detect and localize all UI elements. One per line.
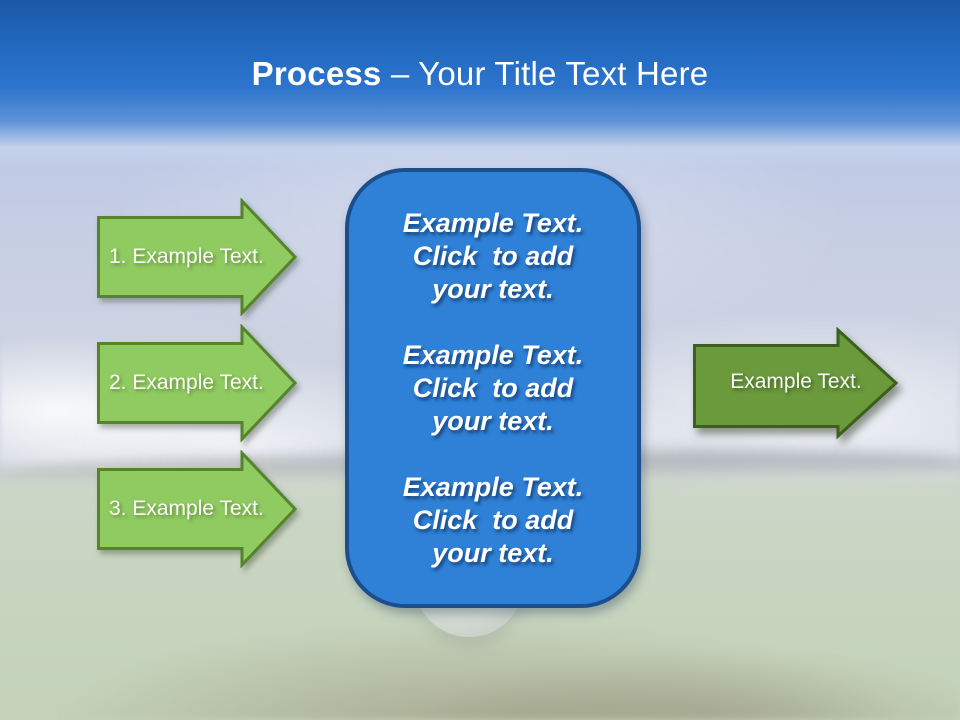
placeholder-line: Click to add [412, 372, 574, 403]
placeholder-line: your text. [432, 405, 554, 436]
text-placeholder-block-1[interactable]: Example Text. Click to add your text. [403, 207, 584, 306]
center-text-panel[interactable]: Example Text. Click to add your text. Ex… [345, 168, 641, 608]
right-arrow-shape-icon [693, 327, 899, 439]
process-step-1-label: 1. Example Text. [109, 245, 264, 268]
title-subtitle: – Your Title Text Here [390, 55, 709, 92]
placeholder-line: Click to add [412, 504, 574, 535]
process-step-3-label: 3. Example Text. [109, 497, 264, 520]
title-keyword: Process [251, 55, 382, 92]
result-arrow[interactable]: Example Text. [693, 327, 899, 439]
process-step-arrow-3[interactable]: 3. Example Text. [97, 450, 298, 568]
placeholder-line: your text. [432, 273, 554, 304]
text-placeholder-block-2[interactable]: Example Text. Click to add your text. [403, 339, 584, 438]
placeholder-line: Click to add [412, 240, 574, 271]
title-bar: Process – Your Title Text Here [0, 0, 960, 168]
process-step-arrow-2[interactable]: 2. Example Text. [97, 324, 298, 442]
result-arrow-label: Example Text. [730, 370, 862, 393]
text-placeholder-block-3[interactable]: Example Text. Click to add your text. [403, 471, 584, 570]
process-step-arrow-1[interactable]: 1. Example Text. [97, 198, 298, 316]
placeholder-line: Example Text. [402, 471, 584, 502]
right-arrow-shape-icon [97, 450, 298, 568]
right-arrow-shape-icon [97, 198, 298, 316]
placeholder-line: Example Text. [402, 339, 584, 370]
slide-title[interactable]: Process – Your Title Text Here [0, 0, 960, 94]
right-arrow-shape-icon [97, 324, 298, 442]
placeholder-line: your text. [432, 537, 554, 568]
process-step-2-label: 2. Example Text. [109, 371, 264, 394]
placeholder-line: Example Text. [402, 207, 584, 238]
